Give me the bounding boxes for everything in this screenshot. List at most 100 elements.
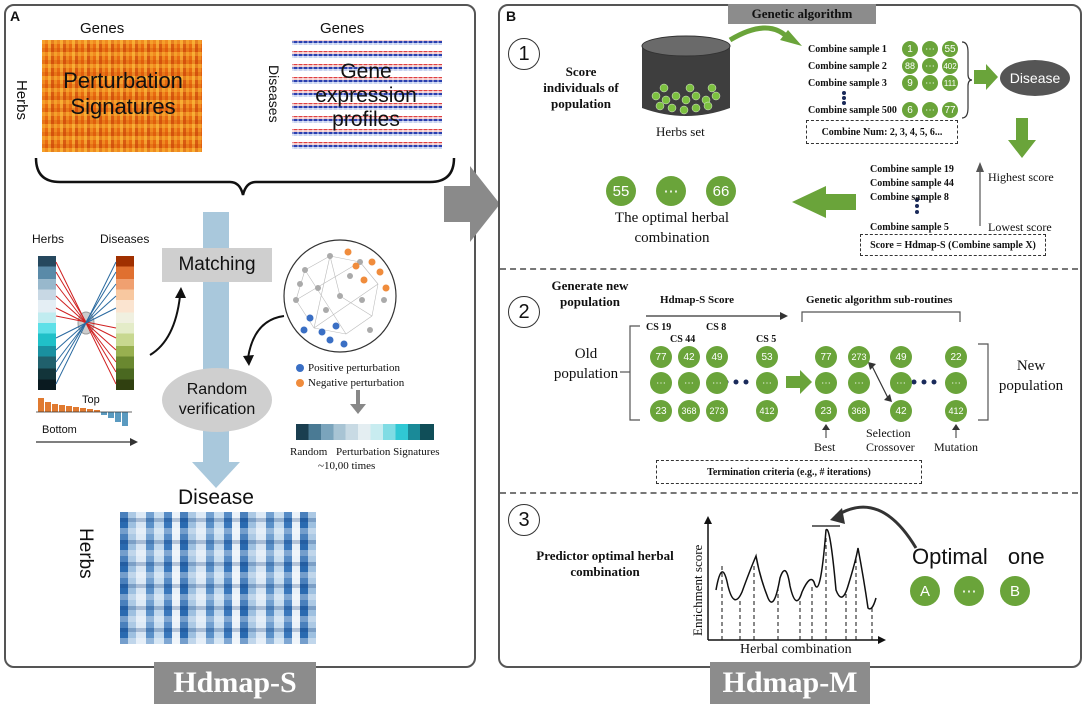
- new-c2-r2: ⋯: [848, 372, 870, 394]
- new-c4-r1: 22: [945, 346, 967, 368]
- separator-1: [500, 268, 1078, 270]
- new-c2-r1: 273: [848, 346, 870, 368]
- new-c4-r2: ⋯: [945, 372, 967, 394]
- s2-c: 402: [942, 58, 958, 74]
- ranked-44: Combine sample 44: [870, 178, 954, 189]
- cs-44-label: CS 44: [670, 334, 696, 345]
- result-circle-a: A: [910, 576, 940, 606]
- matching-box: Matching: [162, 248, 272, 282]
- result-circle-b: B: [1000, 576, 1030, 606]
- optimal-combination-label: The optimal herbal combination: [614, 210, 730, 246]
- panel-a-letter: A: [10, 8, 21, 24]
- expression-heatmap: [292, 40, 442, 152]
- step-2-title: Generate new population: [551, 278, 629, 309]
- top-label: Top: [82, 394, 100, 406]
- step-1-title: Score individuals of population: [543, 64, 619, 111]
- highest-score-label: Highest score: [988, 170, 1054, 184]
- panel-b: [498, 4, 1082, 668]
- s500-b: ⋯: [922, 102, 938, 118]
- termination-box: Termination criteria (e.g., # iterations…: [656, 460, 922, 484]
- mutation-label: Mutation: [934, 440, 978, 454]
- lowest-score-label: Lowest score: [988, 220, 1052, 234]
- hdmap-score-label: Hdmap-S Score: [660, 294, 735, 306]
- herbs-col-label: Herbs: [32, 232, 65, 246]
- step-2-number: 2: [508, 296, 540, 328]
- hdmap-m-footer: Hdmap-M: [710, 662, 870, 704]
- disease-ellipse: Disease: [1000, 60, 1070, 96]
- old-c3-r3: 273: [706, 400, 728, 422]
- old-c4-r2: ⋯: [756, 372, 778, 394]
- diseases-color-column: [116, 256, 134, 390]
- perturbation-color-strip: [296, 424, 434, 440]
- old-c1-r1: 77: [650, 346, 672, 368]
- genes-label-1: Genes: [80, 20, 125, 37]
- cs-19-label: CS 19: [646, 322, 672, 333]
- cs-8-label: CS 8: [706, 322, 727, 333]
- old-c2-r2: ⋯: [678, 372, 700, 394]
- step-1-number: 1: [508, 38, 540, 70]
- random-verification-ellipse: Random verification: [162, 368, 272, 432]
- s3-c: 111: [942, 75, 958, 91]
- crossover-label: Crossover: [866, 440, 915, 454]
- new-c1-r2: ⋯: [815, 372, 837, 394]
- subroutines-label: Genetic algorithm sub-routines: [806, 294, 953, 306]
- step-3-number: 3: [508, 504, 540, 536]
- disease-title: Disease: [178, 486, 254, 509]
- sample-label-500: Combine sample 500: [808, 105, 897, 116]
- new-c3-r1: 49: [890, 346, 912, 368]
- new-c1-r3: 23: [815, 400, 837, 422]
- result-circle-dots: ⋯: [954, 576, 984, 606]
- sample-label-3: Combine sample 3: [808, 78, 887, 89]
- ranked-8: Combine sample 8: [870, 192, 949, 203]
- herbs-set-label: Herbs set: [656, 124, 705, 139]
- optimal-circle-3: 66: [706, 176, 736, 206]
- hdmap-s-footer: Hdmap-S: [154, 662, 316, 704]
- gene-expression-profiles-text: Gene expression profiles: [315, 60, 417, 131]
- genetic-algorithm-header: Genetic algorithm: [728, 4, 876, 24]
- separator-2: [500, 492, 1078, 494]
- sample-label-2: Combine sample 2: [808, 61, 887, 72]
- s2-a: 88: [902, 58, 918, 74]
- optimal-circle-2: ⋯: [656, 176, 686, 206]
- positive-perturbation-label: Positive perturbation: [308, 362, 400, 374]
- combine-num-box: Combine Num: 2, 3, 4, 5, 6...: [806, 120, 958, 144]
- disease-herbs-heatmap: [120, 512, 316, 644]
- enrichment-ylabel: Enrichment score: [690, 544, 705, 636]
- old-population-label: Old population: [553, 346, 619, 382]
- perturbation-signatures-small-label: Perturbation Signatures: [336, 446, 440, 458]
- panel-b-letter: B: [506, 8, 517, 24]
- old-c4-r1: 53: [756, 346, 778, 368]
- times-label: ~10,00 times: [318, 460, 376, 472]
- old-c1-r3: 23: [650, 400, 672, 422]
- new-c4-r3: 412: [945, 400, 967, 422]
- score-formula-box: Score = Hdmap-S (Combine sample X): [860, 234, 1046, 256]
- herbal-combination-xlabel: Herbal combination: [740, 642, 852, 657]
- perturbation-signatures-text: Perturbation Signatures: [63, 68, 183, 119]
- old-c2-r3: 368: [678, 400, 700, 422]
- new-population-label: New population: [998, 358, 1064, 394]
- optimal-one-label: Optimal one: [912, 544, 1045, 569]
- cs-5-label: CS 5: [756, 334, 777, 345]
- sample-label-1: Combine sample 1: [808, 44, 887, 55]
- old-c3-r2: ⋯: [706, 372, 728, 394]
- herbs-color-column: [38, 256, 56, 390]
- s1-b: ⋯: [922, 41, 938, 57]
- s2-b: ⋯: [922, 58, 938, 74]
- old-c1-r2: ⋯: [650, 372, 672, 394]
- s3-a: 9: [902, 75, 918, 91]
- s1-a: 1: [902, 41, 918, 57]
- genes-label-2: Genes: [320, 20, 365, 37]
- new-c3-r2: ⋯: [890, 372, 912, 394]
- new-c3-r3: 42: [890, 400, 912, 422]
- best-label: Best: [814, 440, 836, 454]
- negative-perturbation-label: Negative perturbation: [308, 377, 405, 389]
- random-label: Random: [290, 446, 328, 458]
- s1-c: 55: [942, 41, 958, 57]
